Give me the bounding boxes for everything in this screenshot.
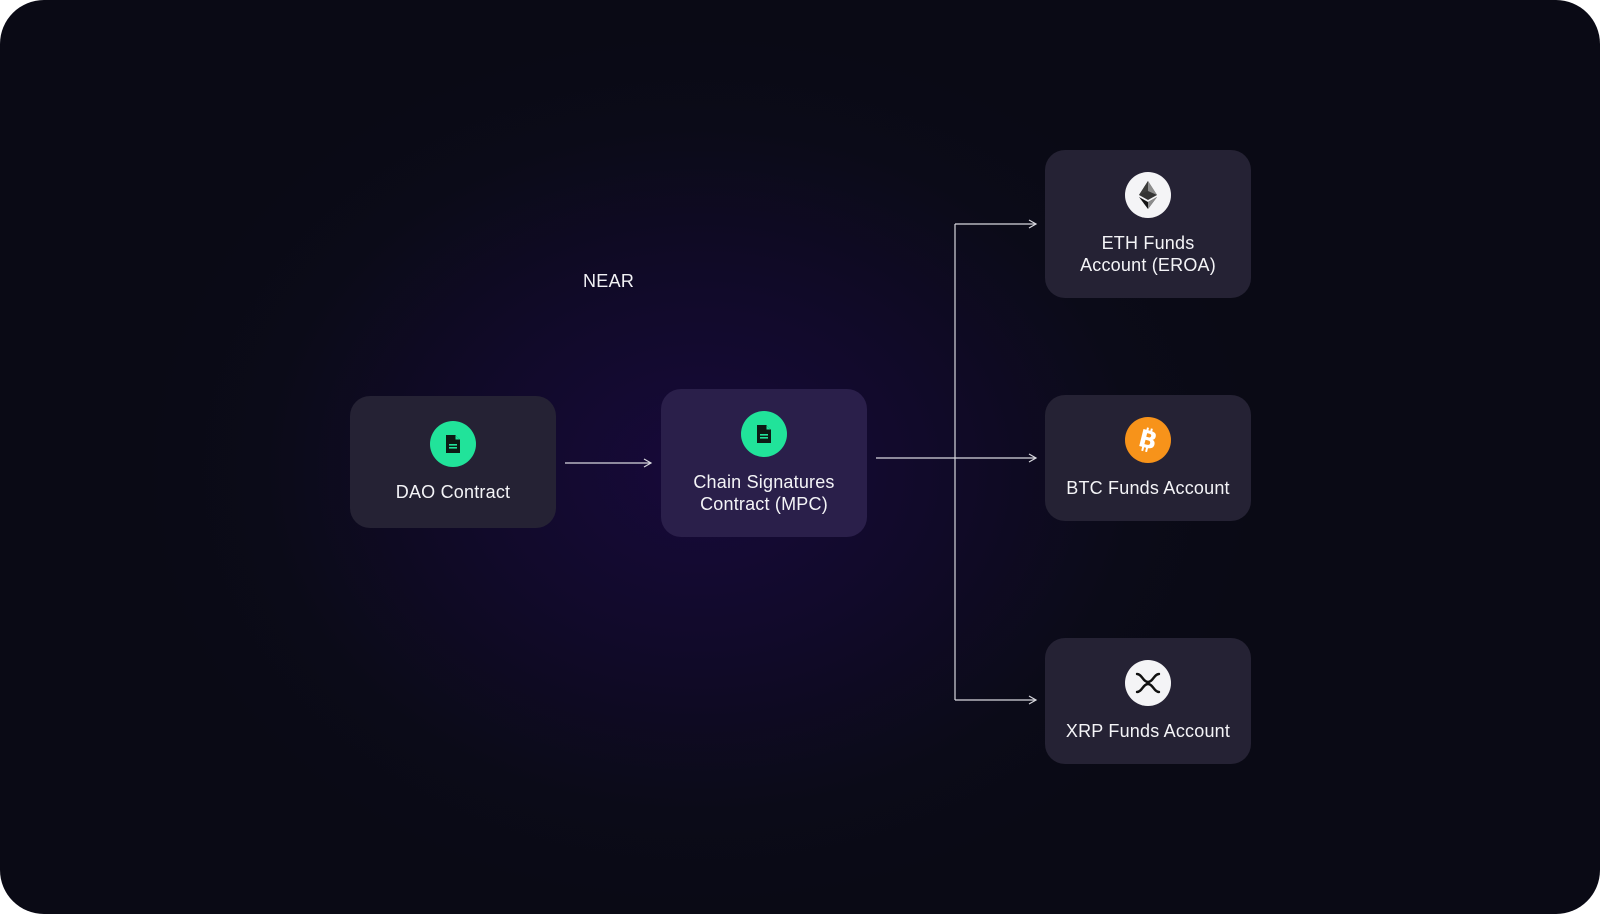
node-xrp-funds-label: XRP Funds Account xyxy=(1065,721,1231,741)
document-icon xyxy=(741,411,787,457)
document-icon xyxy=(430,421,476,467)
node-dao-contract[interactable]: DAO Contract xyxy=(350,396,556,528)
node-xrp-funds-account[interactable]: XRP Funds Account xyxy=(1045,638,1251,764)
near-region-label: NEAR xyxy=(583,271,635,291)
node-eth-funds-label: ETH Funds Account (EROA) xyxy=(1080,233,1216,275)
bitcoin-icon: B xyxy=(1125,417,1171,463)
ethereum-icon xyxy=(1125,172,1171,218)
node-btc-funds-label: BTC Funds Account xyxy=(1066,478,1230,498)
node-dao-contract-label: DAO Contract xyxy=(395,482,511,502)
xrp-icon xyxy=(1125,660,1171,706)
node-btc-funds-account[interactable]: B BTC Funds Account xyxy=(1045,395,1251,521)
node-chain-signatures-contract[interactable]: Chain Signatures Contract (MPC) xyxy=(661,389,867,537)
node-eth-funds-account[interactable]: ETH Funds Account (EROA) xyxy=(1045,150,1251,298)
node-chain-signatures-label: Chain Signatures Contract (MPC) xyxy=(693,472,835,514)
